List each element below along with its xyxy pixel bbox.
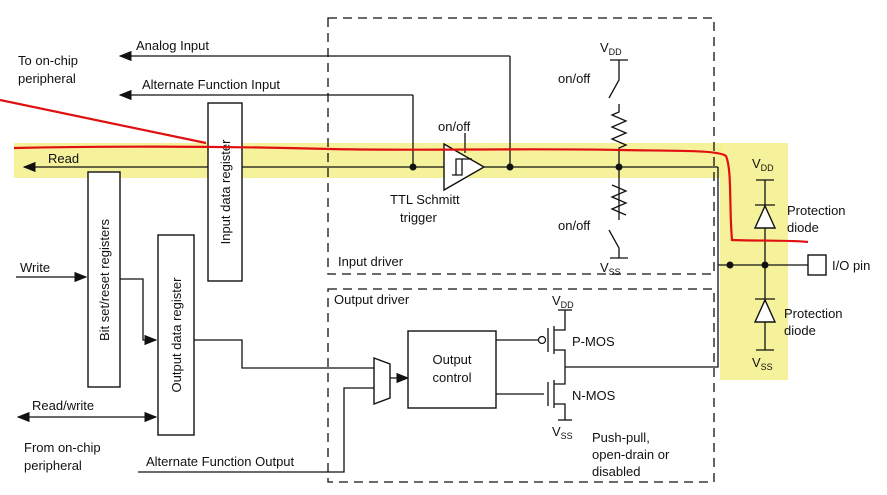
analog-input-label: Analog Input	[136, 38, 209, 53]
nmos-label: N-MOS	[572, 388, 616, 403]
odr-to-mux-wire	[194, 339, 374, 369]
pullup-switch	[608, 60, 620, 99]
from-onchip-line1: From on-chip	[24, 440, 101, 455]
afo-label: Alternate Function Output	[146, 454, 295, 469]
output-data-register	[157, 234, 195, 436]
output-control-box	[407, 330, 497, 409]
from-onchip-line2: peripheral	[24, 458, 82, 473]
drain-to-pin-wire	[565, 167, 719, 368]
io-pin-label: I/O pin	[832, 258, 870, 273]
schmitt-label-line1: TTL Schmitt	[390, 192, 460, 207]
write-label: Write	[20, 260, 50, 275]
junction-afi	[409, 163, 417, 171]
afo-to-mux-wire	[138, 387, 374, 473]
hysteresis-icon	[452, 158, 472, 176]
output-data-register-label: Output data register	[169, 277, 184, 393]
protection-vdd-label: VDD	[752, 156, 774, 173]
to-onchip-line1: To on-chip	[18, 53, 78, 68]
bottom-protection-diode	[753, 298, 777, 323]
nmos-transistor	[547, 367, 566, 420]
red-read-path-trace	[13, 145, 809, 244]
red-pointer-line	[0, 98, 207, 145]
pmos-label: P-MOS	[572, 334, 615, 349]
bottom-diode-label-line2: diode	[784, 323, 816, 338]
protection-vss-label: VSS	[752, 355, 773, 372]
protection-highlight	[720, 143, 788, 380]
pmos-vdd-label: VDD	[552, 293, 574, 310]
nmos-vss-label: VSS	[552, 424, 573, 441]
pulldown-onoff-label: on/off	[558, 218, 591, 233]
output-driver-label: Output driver	[334, 292, 410, 307]
schmitt-trigger	[443, 142, 486, 192]
output-modes-line1: Push-pull,	[592, 430, 650, 445]
input-driver-label: Input driver	[338, 254, 404, 269]
output-modes-line2: open-drain or	[592, 447, 670, 462]
pulldown-resistor	[610, 184, 628, 216]
schmitt-onoff-label: on/off	[438, 119, 471, 134]
to-onchip-line2: peripheral	[18, 71, 76, 86]
pullup-resistor	[610, 104, 628, 220]
input-driver-box	[327, 17, 715, 275]
output-control-line2: control	[432, 370, 471, 385]
top-protection-diode	[753, 204, 777, 229]
pullup-onoff-label: on/off	[558, 71, 591, 86]
read-write-label: Read/write	[32, 398, 94, 413]
pulldown-switch	[608, 229, 620, 258]
output-mux	[373, 356, 391, 406]
bottom-diode-label-line1: Protection	[784, 306, 843, 321]
io-pin	[807, 254, 827, 276]
input-data-register-label: Input data register	[218, 139, 233, 244]
top-diode-label-line2: diode	[787, 220, 819, 235]
output-driver-box	[327, 288, 715, 483]
bitset-to-odr-wire	[120, 278, 158, 346]
pmos-transistor	[537, 310, 566, 367]
junction-pull	[615, 163, 623, 171]
top-diode-label-line1: Protection	[787, 203, 846, 218]
afi-label: Alternate Function Input	[142, 77, 280, 92]
schmitt-label-line2: trigger	[400, 210, 438, 225]
input-vdd-label: VDD	[600, 40, 622, 57]
output-modes-line3: disabled	[592, 464, 640, 479]
input-data-register	[207, 102, 243, 282]
junction-analog	[506, 163, 514, 171]
bit-set-reset-label: Bit set/reset registers	[97, 218, 112, 341]
input-vss-label: VSS	[600, 260, 621, 277]
output-control-line1: Output	[432, 352, 471, 367]
read-label: Read	[48, 151, 79, 166]
